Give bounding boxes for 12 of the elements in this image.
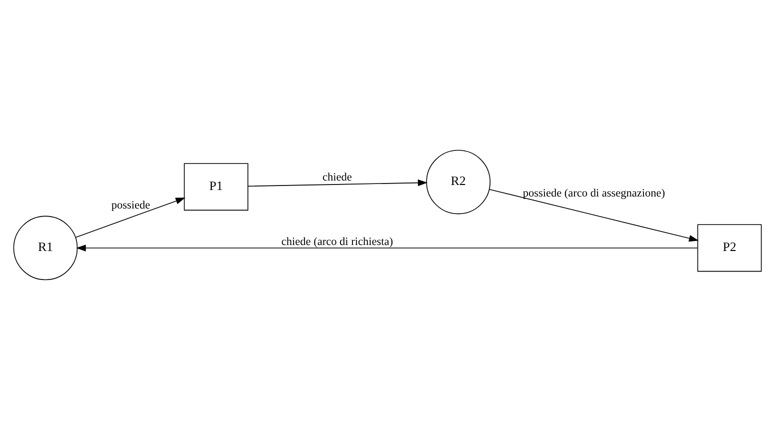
edge-label: possiede [111, 200, 150, 212]
arrow [76, 244, 698, 252]
edge-label: possiede (arco di assegnazione) [522, 188, 665, 200]
node-circle: R1 [13, 216, 78, 280]
edge-label: chiede (arco di richiesta) [281, 236, 393, 248]
edge-label: chiede [322, 172, 352, 184]
arrow [488, 188, 699, 242]
node-box: P1 [184, 163, 248, 211]
node-circle: R2 [426, 150, 490, 214]
arrow [75, 198, 186, 238]
node-box: P2 [697, 224, 762, 272]
arrow [248, 179, 428, 187]
